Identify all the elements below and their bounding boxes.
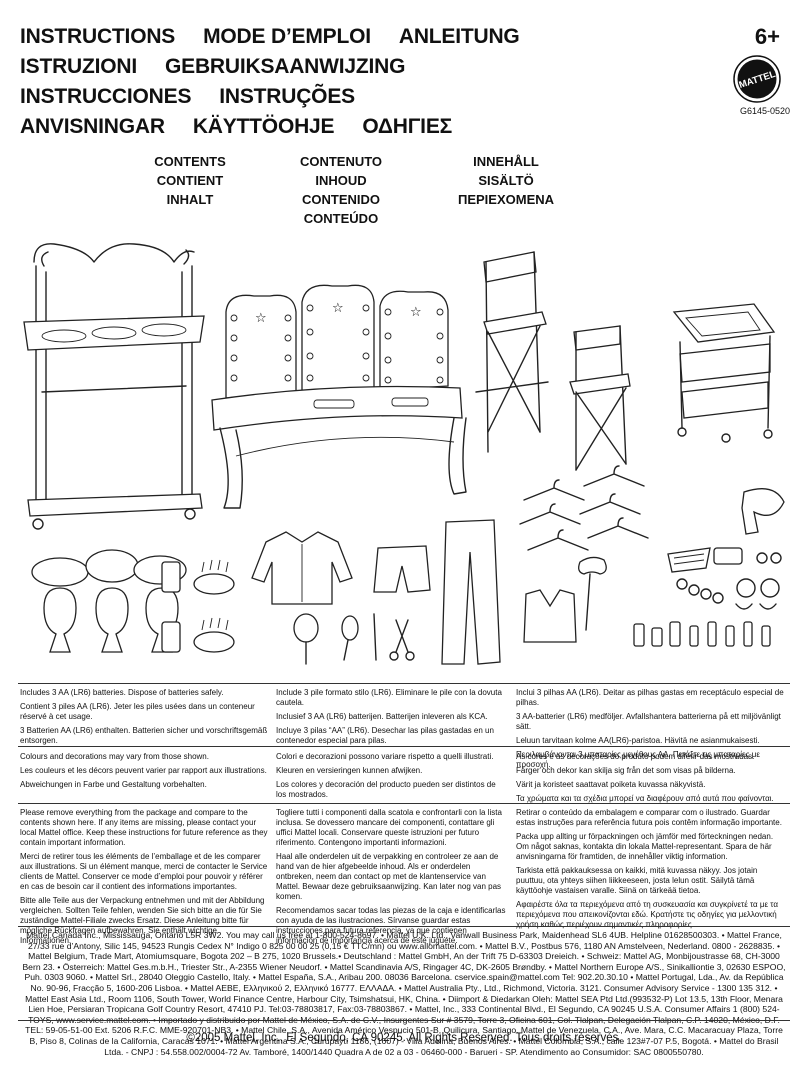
title-word: INSTRUCTIONS (20, 25, 176, 48)
contents-label: INHOUD (315, 173, 367, 188)
title-word: GEBRUIKSAANWIJZING (165, 55, 406, 78)
paragraph: Inclui 3 pilhas AA (LR6). Deitar as pilh… (516, 688, 784, 707)
paragraph: Incluye 3 pilas “AA” (LR6). Desechar las… (276, 726, 494, 745)
paragraph: Togliere tutti i componenti dalla scatol… (276, 808, 502, 847)
vanity-table-illustration: ☆ ☆ ☆ (211, 284, 467, 509)
contents-label: ΠΕΡΙΕΧΟΜΕΝΑ (457, 192, 555, 207)
paragraph: Leluun tarvitaan kolme AA(LR6)-paristoa.… (516, 736, 760, 745)
contents-label: INNEHÅLL (473, 154, 539, 169)
cosmetics-illustration (161, 559, 235, 653)
jacket-illustration (251, 531, 353, 605)
paragraph: Please remove everything from the packag… (20, 808, 268, 847)
bottles-illustration (633, 621, 771, 647)
paragraph: Värit ja koristeet saattavat poiketa kuv… (516, 780, 706, 789)
paragraph: Kleuren en versieringen kunnen afwijken. (276, 766, 423, 775)
director-chair-illustration (475, 251, 631, 471)
contents-label: CONTENUTO (299, 154, 383, 169)
title-word: ANVISNINGAR (20, 115, 165, 138)
contents-check-text-col-1: Please remove everything from the packag… (20, 808, 270, 950)
svg-text:☆: ☆ (255, 311, 267, 326)
paragraph: Les couleurs et les décors peuvent varie… (20, 766, 267, 775)
paragraph: Colori e decorazioni possono variare ris… (276, 752, 494, 761)
title-word: KÄYTTÖOHJE (192, 115, 335, 138)
divider (18, 803, 790, 804)
clothing-rack-illustration (23, 243, 205, 530)
colours-text-col-1: Colours and decorations may vary from th… (20, 752, 270, 794)
title-word: MODE D’EMPLOI (203, 25, 371, 48)
age-rating: 6+ (754, 24, 780, 49)
title-line-4: ANVISNINGAR KÄYTTÖOHJE ΟΔΗΓΙΕΣ (20, 112, 700, 142)
colours-text-col-3: As cores e as decorações do produto pode… (516, 752, 788, 808)
contents-label: CONTIENT (156, 173, 224, 188)
divider (18, 746, 790, 747)
title-word: ΟΔΗΓΙΕΣ (362, 115, 453, 138)
title-word: ANLEITUNG (398, 25, 520, 48)
paragraph: As cores e as decorações do produto pode… (516, 752, 755, 761)
paragraph: Contient 3 piles AA (LR6). Jeter les pil… (20, 702, 255, 721)
title-word: ISTRUZIONI (20, 55, 137, 78)
svg-text:☆: ☆ (332, 301, 344, 316)
title-line-1: INSTRUCTIONS MODE D’EMPLOI ANLEITUNG (20, 22, 700, 52)
svg-text:☆: ☆ (410, 305, 422, 320)
contents-check-text-col-3: Retirar o conteúdo da embalagem e compar… (516, 808, 788, 934)
paragraph: Περιλαμβάνονται 3 μπαταρίες μεγέθους ΑΑ.… (516, 750, 760, 769)
paragraph: Packa upp allting ur förpackningen och j… (516, 832, 774, 861)
shorts-illustration (373, 545, 431, 593)
contents-illustration: ☆ ☆ ☆ (23, 243, 785, 665)
contents-col-1: CONTENTS CONTIENT INHALT (140, 152, 240, 209)
title-word: INSTRUÇÕES (219, 85, 355, 108)
mattel-addresses: Mattel Canada Inc., Mississauga, Ontario… (22, 930, 786, 1057)
contents-label: CONTEÚDO (303, 211, 379, 226)
paragraph: Colours and decorations may vary from th… (20, 752, 209, 761)
paragraph: Los colores y decoración del producto pu… (276, 780, 496, 799)
paragraph: Αφαιρέστε όλα τα περιεχόμενα από τη συσκ… (516, 900, 778, 929)
paragraph: Tarkista että pakkauksessa on kaikki, mi… (516, 866, 758, 895)
paragraph: Färger och dekor kan skilja sig från det… (516, 766, 736, 775)
styling-tools-illustration (293, 613, 415, 665)
paragraph: Include 3 pile formato stilo (LR6). Elim… (276, 688, 502, 707)
paragraph: Haal alle onderdelen uit de verpakking e… (276, 852, 502, 901)
mannequin-heads-illustration (43, 587, 179, 653)
batteries-text-col-3: Inclui 3 pilhas AA (LR6). Deitar as pilh… (516, 688, 788, 774)
title-line-3: INSTRUCCIONES INSTRUÇÕES (20, 82, 700, 112)
accessories-illustration (667, 547, 782, 610)
paragraph: 3 Batterien AA (LR6) enthalten. Batterie… (20, 726, 268, 745)
contents-label: CONTENIDO (302, 192, 380, 207)
product-code: G6145-0520 (739, 106, 790, 116)
divider (18, 926, 790, 927)
paragraph: Τα χρώματα και τα σχέδια μπορεί να διαφέ… (516, 794, 774, 803)
paragraph: Bitte alle Teile aus der Verpackung entn… (20, 896, 265, 945)
paragraph: Recomendamos sacar todas las piezas de l… (276, 906, 506, 945)
title-line-2: ISTRUZIONI GEBRUIKSAANWIJZING (20, 52, 700, 82)
mattel-logo: MATTEL (733, 55, 781, 103)
paragraph: Inclusief 3 AA (LR6) batterijen. Batteri… (276, 712, 488, 721)
salon-cart-illustration (672, 303, 776, 443)
colours-text-col-2: Colori e decorazioni possono variare ris… (276, 752, 508, 804)
paragraph: Retirar o conteúdo da embalagem e compar… (516, 808, 782, 827)
paragraph: Includes 3 AA (LR6) batteries. Dispose o… (20, 688, 224, 697)
contents-label: SISÄLTÖ (478, 173, 534, 188)
contents-label: CONTENTS (154, 154, 226, 169)
trousers-illustration (441, 519, 501, 665)
paragraph: Abweichungen in Farbe und Gestaltung vor… (20, 780, 207, 789)
mask-illustration (578, 556, 607, 631)
paragraph: Merci de retirer tous les éléments de l’… (20, 852, 268, 891)
paragraph: 3 AA-batterier (LR6) medföljer. Avfallsh… (516, 712, 781, 731)
hats-illustration (31, 549, 187, 587)
copyright-notice: ©2005 Mattel, Inc., El Segundo, CA 90245… (186, 1032, 622, 1044)
title-word: INSTRUCCIONES (20, 85, 192, 108)
batteries-text-col-2: Include 3 pile formato stilo (LR6). Elim… (276, 688, 508, 750)
divider (18, 1020, 790, 1021)
vest-illustration (523, 589, 577, 643)
hair-dryer-illustration (741, 488, 785, 535)
contents-label: INHALT (166, 192, 214, 207)
contents-col-3: INNEHÅLL SISÄLTÖ ΠΕΡΙΕΧΟΜΕΝΑ (446, 152, 566, 209)
contents-check-text-col-2: Togliere tutti i componenti dalla scatol… (276, 808, 508, 950)
divider (18, 683, 790, 684)
multilingual-title: INSTRUCTIONS MODE D’EMPLOI ANLEITUNG IST… (20, 22, 700, 142)
hangers-illustration (519, 465, 649, 551)
batteries-text-col-1: Includes 3 AA (LR6) batteries. Dispose o… (20, 688, 270, 750)
contents-col-2: CONTENUTO INHOUD CONTENIDO CONTEÚDO (286, 152, 396, 228)
